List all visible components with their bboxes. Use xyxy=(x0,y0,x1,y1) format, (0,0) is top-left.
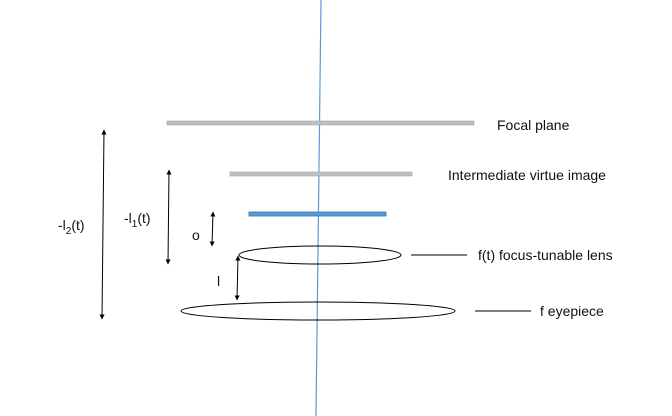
tunable-lens-label: f(t) focus-tunable lens xyxy=(478,247,613,263)
intermediate-image-bar xyxy=(229,171,413,177)
distance-o-arrow xyxy=(209,211,216,247)
distance-o-label: o xyxy=(192,227,200,243)
optical-axis-line xyxy=(315,0,322,416)
eyepiece-lens xyxy=(180,301,456,321)
intermediate-image-label: Intermediate virtue image xyxy=(448,167,606,183)
object-bar xyxy=(248,211,387,217)
focal-plane-bar xyxy=(166,120,475,126)
neg-l1-label: -l1(t) xyxy=(124,210,151,230)
neg-l2-label: -l2(t) xyxy=(58,217,85,237)
focal-plane-label: Focal plane xyxy=(497,117,570,133)
distance-l-arrow xyxy=(234,255,241,301)
neg-l2-arrow xyxy=(99,129,107,320)
eyepiece-label: f eyepiece xyxy=(540,303,604,319)
neg-l1-arrow xyxy=(165,169,172,265)
distance-l-label: l xyxy=(217,273,220,289)
focus-tunable-lens xyxy=(238,245,402,265)
